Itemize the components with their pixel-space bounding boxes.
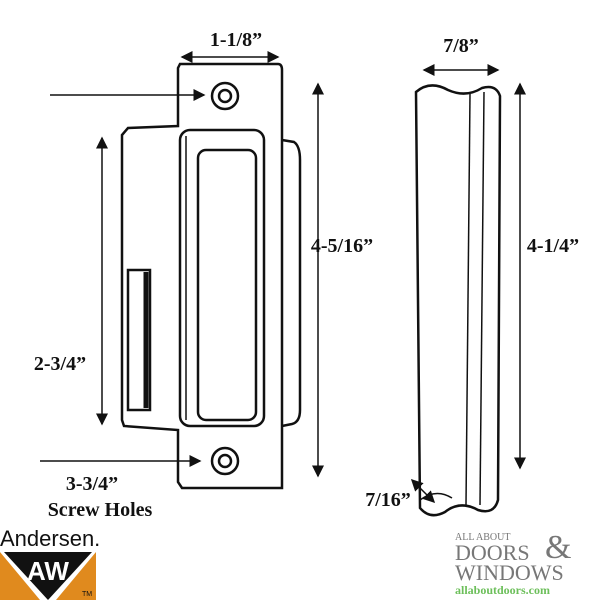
- rod: [414, 84, 502, 517]
- slot-length-label: 2-3/4”: [34, 353, 86, 375]
- allaboutdoors-logo: ALL ABOUT DOORS & WINDOWS allaboutdoors.…: [455, 529, 571, 597]
- svg-text:WINDOWS: WINDOWS: [455, 560, 564, 585]
- svg-text:Andersen.: Andersen.: [0, 526, 100, 551]
- svg-text:ALL ABOUT: ALL ABOUT: [455, 532, 510, 543]
- svg-text:TM: TM: [82, 591, 92, 598]
- andersen-logo: Andersen. AW TM: [0, 526, 100, 600]
- svg-text:&: &: [545, 529, 571, 566]
- top-screw-hole: [210, 81, 240, 111]
- rod-width-label: 7/8”: [443, 35, 479, 57]
- screw-holes-label: Screw Holes: [48, 499, 153, 521]
- plate-width-label: 1-1/8”: [210, 29, 262, 51]
- plate-height-label: 4-5/16”: [311, 235, 373, 257]
- screw-spacing-label: 3-3/4”: [66, 473, 118, 495]
- strike-plate: [120, 62, 302, 490]
- bottom-screw-hole: [210, 446, 240, 476]
- svg-text:DOORS: DOORS: [455, 540, 530, 565]
- svg-text:AW: AW: [27, 556, 69, 586]
- dimension-lines: [40, 51, 526, 504]
- rod-depth-label: 7/16”: [365, 489, 411, 511]
- svg-text:allaboutdoors.com: allaboutdoors.com: [455, 583, 550, 597]
- rod-height-label: 4-1/4”: [527, 235, 579, 257]
